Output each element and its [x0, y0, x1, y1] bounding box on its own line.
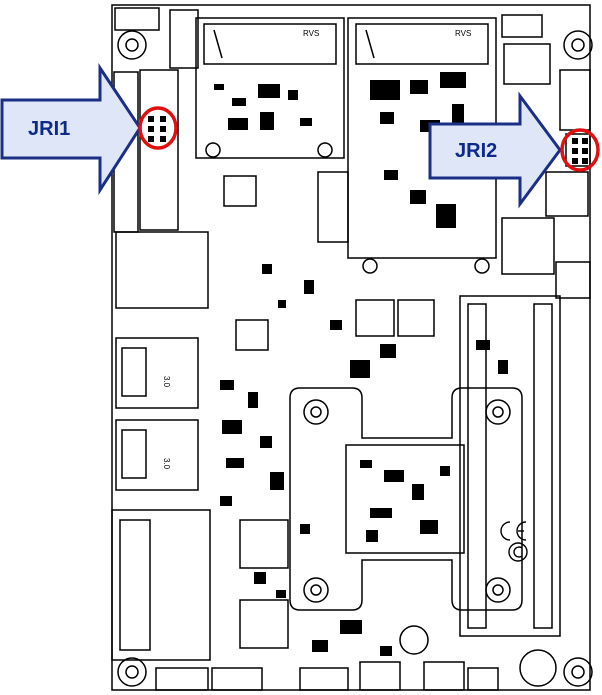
- m2-socket-b: [347, 17, 497, 274]
- fcc-mark-icon: [508, 542, 528, 562]
- ce-mark-icon: [500, 521, 527, 541]
- chip-mid-b: [235, 319, 269, 351]
- right-component-top: [503, 43, 551, 85]
- sata-connector: [317, 171, 349, 243]
- mounting-hole-bottom-right: [563, 657, 593, 687]
- board-outline: [111, 4, 591, 691]
- power-connector: [545, 171, 589, 217]
- cpu-heatsink-frame: [289, 387, 523, 611]
- m2-socket-b-mark: RVS: [455, 29, 471, 38]
- right-block-2: [555, 261, 591, 299]
- ethernet-port: [111, 509, 211, 661]
- header-top-a: [114, 7, 160, 31]
- bottom-header-a: [155, 667, 209, 691]
- header-top-c: [501, 14, 543, 38]
- header-top-b: [169, 9, 199, 69]
- mounting-hole-top-left: [117, 30, 147, 60]
- chip-mid-d: [397, 299, 435, 337]
- usb-port-a: [115, 337, 199, 409]
- callout-label-jri1: JRI1: [28, 118, 71, 140]
- bottom-header-d: [359, 661, 401, 691]
- bottom-header-e: [423, 661, 465, 691]
- rtc-battery: [399, 625, 557, 687]
- right-header-stack: [559, 69, 591, 131]
- highlight-ring-jri2: [560, 128, 600, 172]
- so-dimm-slot: [459, 295, 561, 637]
- chip-mid-a: [223, 175, 257, 207]
- left-pin-header: [139, 69, 179, 231]
- m2-socket-a-mark: RVS: [303, 29, 319, 38]
- callout-arrow-jri1: [0, 63, 142, 196]
- usb-port-b-mark: 3.0: [162, 458, 171, 470]
- jri2-header: [565, 133, 591, 167]
- usb-port-a-mark: 3.0: [162, 376, 171, 388]
- bottom-header-f: [467, 667, 499, 691]
- mounting-hole-top-right: [563, 30, 593, 60]
- mounting-hole-bottom-left: [117, 657, 147, 687]
- io-block-a: [115, 231, 209, 309]
- highlight-ring-jri1: [138, 106, 178, 150]
- callout-label-jri2: JRI2: [455, 140, 498, 162]
- bottom-header-c: [299, 667, 349, 691]
- chip-mid-c: [355, 299, 395, 337]
- right-block: [501, 217, 555, 275]
- usb-port-b: [115, 419, 199, 491]
- chip-mid-e: [239, 519, 289, 569]
- chip-mid-f: [239, 599, 289, 649]
- callout-arrow-jri2: [428, 91, 562, 209]
- m2-socket-a: [195, 17, 345, 159]
- bottom-header-b: [211, 667, 263, 691]
